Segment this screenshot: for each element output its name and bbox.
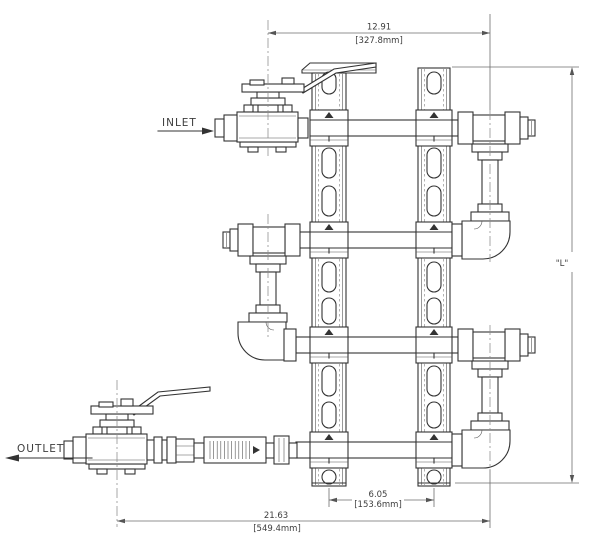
pipe-clamp <box>415 109 453 147</box>
pipe-clamp <box>309 431 349 469</box>
valve-body <box>236 111 299 143</box>
pipe-end-cap <box>229 228 239 252</box>
outlet-flow-arrow-icon <box>5 454 19 462</box>
dimension-length: "L" <box>452 66 579 484</box>
pipe-clamp <box>309 109 349 147</box>
dimension-top-mm: [327.8mm] <box>355 36 403 46</box>
pipe-run-row2 <box>297 231 419 249</box>
dimension-overall: 21.63 [549.4mm] <box>117 470 491 534</box>
valve-handle <box>241 62 377 94</box>
flow-element-ribs <box>209 441 250 459</box>
pipe-end-cap <box>519 116 529 140</box>
strut-slots-left <box>321 71 337 485</box>
dimension-spacing-mm: [153.6mm] <box>354 500 402 510</box>
inlet-flow-arrow-icon <box>202 127 214 135</box>
dimension-spacing-inches: 6.05 <box>369 490 388 500</box>
valve-body <box>85 433 148 465</box>
dimension-strut-spacing: 6.05 [153.6mm] <box>328 488 435 510</box>
pipe-clamp <box>415 326 453 364</box>
valve-handle <box>90 386 211 416</box>
hex-nut <box>175 438 195 463</box>
outlet-label-group: OUTLET <box>5 443 93 462</box>
pipe-end-cap <box>519 333 529 357</box>
dimension-top: 12.91 [327.8mm] <box>268 14 491 110</box>
dimension-length-label: "L" <box>556 259 569 269</box>
tee-fitting-row3-right <box>457 328 536 378</box>
pipe-clamp <box>309 326 349 364</box>
hex-nut <box>273 435 290 465</box>
strut-channel-left <box>301 62 377 487</box>
dimension-overall-inches: 21.63 <box>264 511 288 521</box>
inlet-ball-valve <box>214 62 377 153</box>
elbow-fitting-row2-right <box>451 211 511 260</box>
flow-direction-icon <box>253 446 260 454</box>
pipe-clamp <box>415 431 453 469</box>
inlet-label: INLET <box>162 117 197 129</box>
union-fitting-left <box>153 436 205 464</box>
elbow-fitting-row4-right <box>451 420 511 469</box>
inline-flow-element <box>203 436 267 464</box>
elbow-fitting-row3-left <box>237 312 297 362</box>
dimension-top-inches: 12.91 <box>367 23 391 33</box>
dimension-overall-mm: [549.4mm] <box>253 524 301 534</box>
pipe-clamp <box>415 221 453 259</box>
centerlines <box>116 20 491 527</box>
tee-fitting-row2-left <box>222 223 301 273</box>
tee-fitting-row1-right <box>457 111 536 161</box>
pipe-clamp <box>309 221 349 259</box>
union-fitting-right <box>265 435 298 465</box>
strut-slots-right <box>426 71 442 485</box>
inlet-label-group: INLET <box>157 117 214 135</box>
pipe-clamps <box>309 109 453 469</box>
outlet-label: OUTLET <box>17 443 64 455</box>
